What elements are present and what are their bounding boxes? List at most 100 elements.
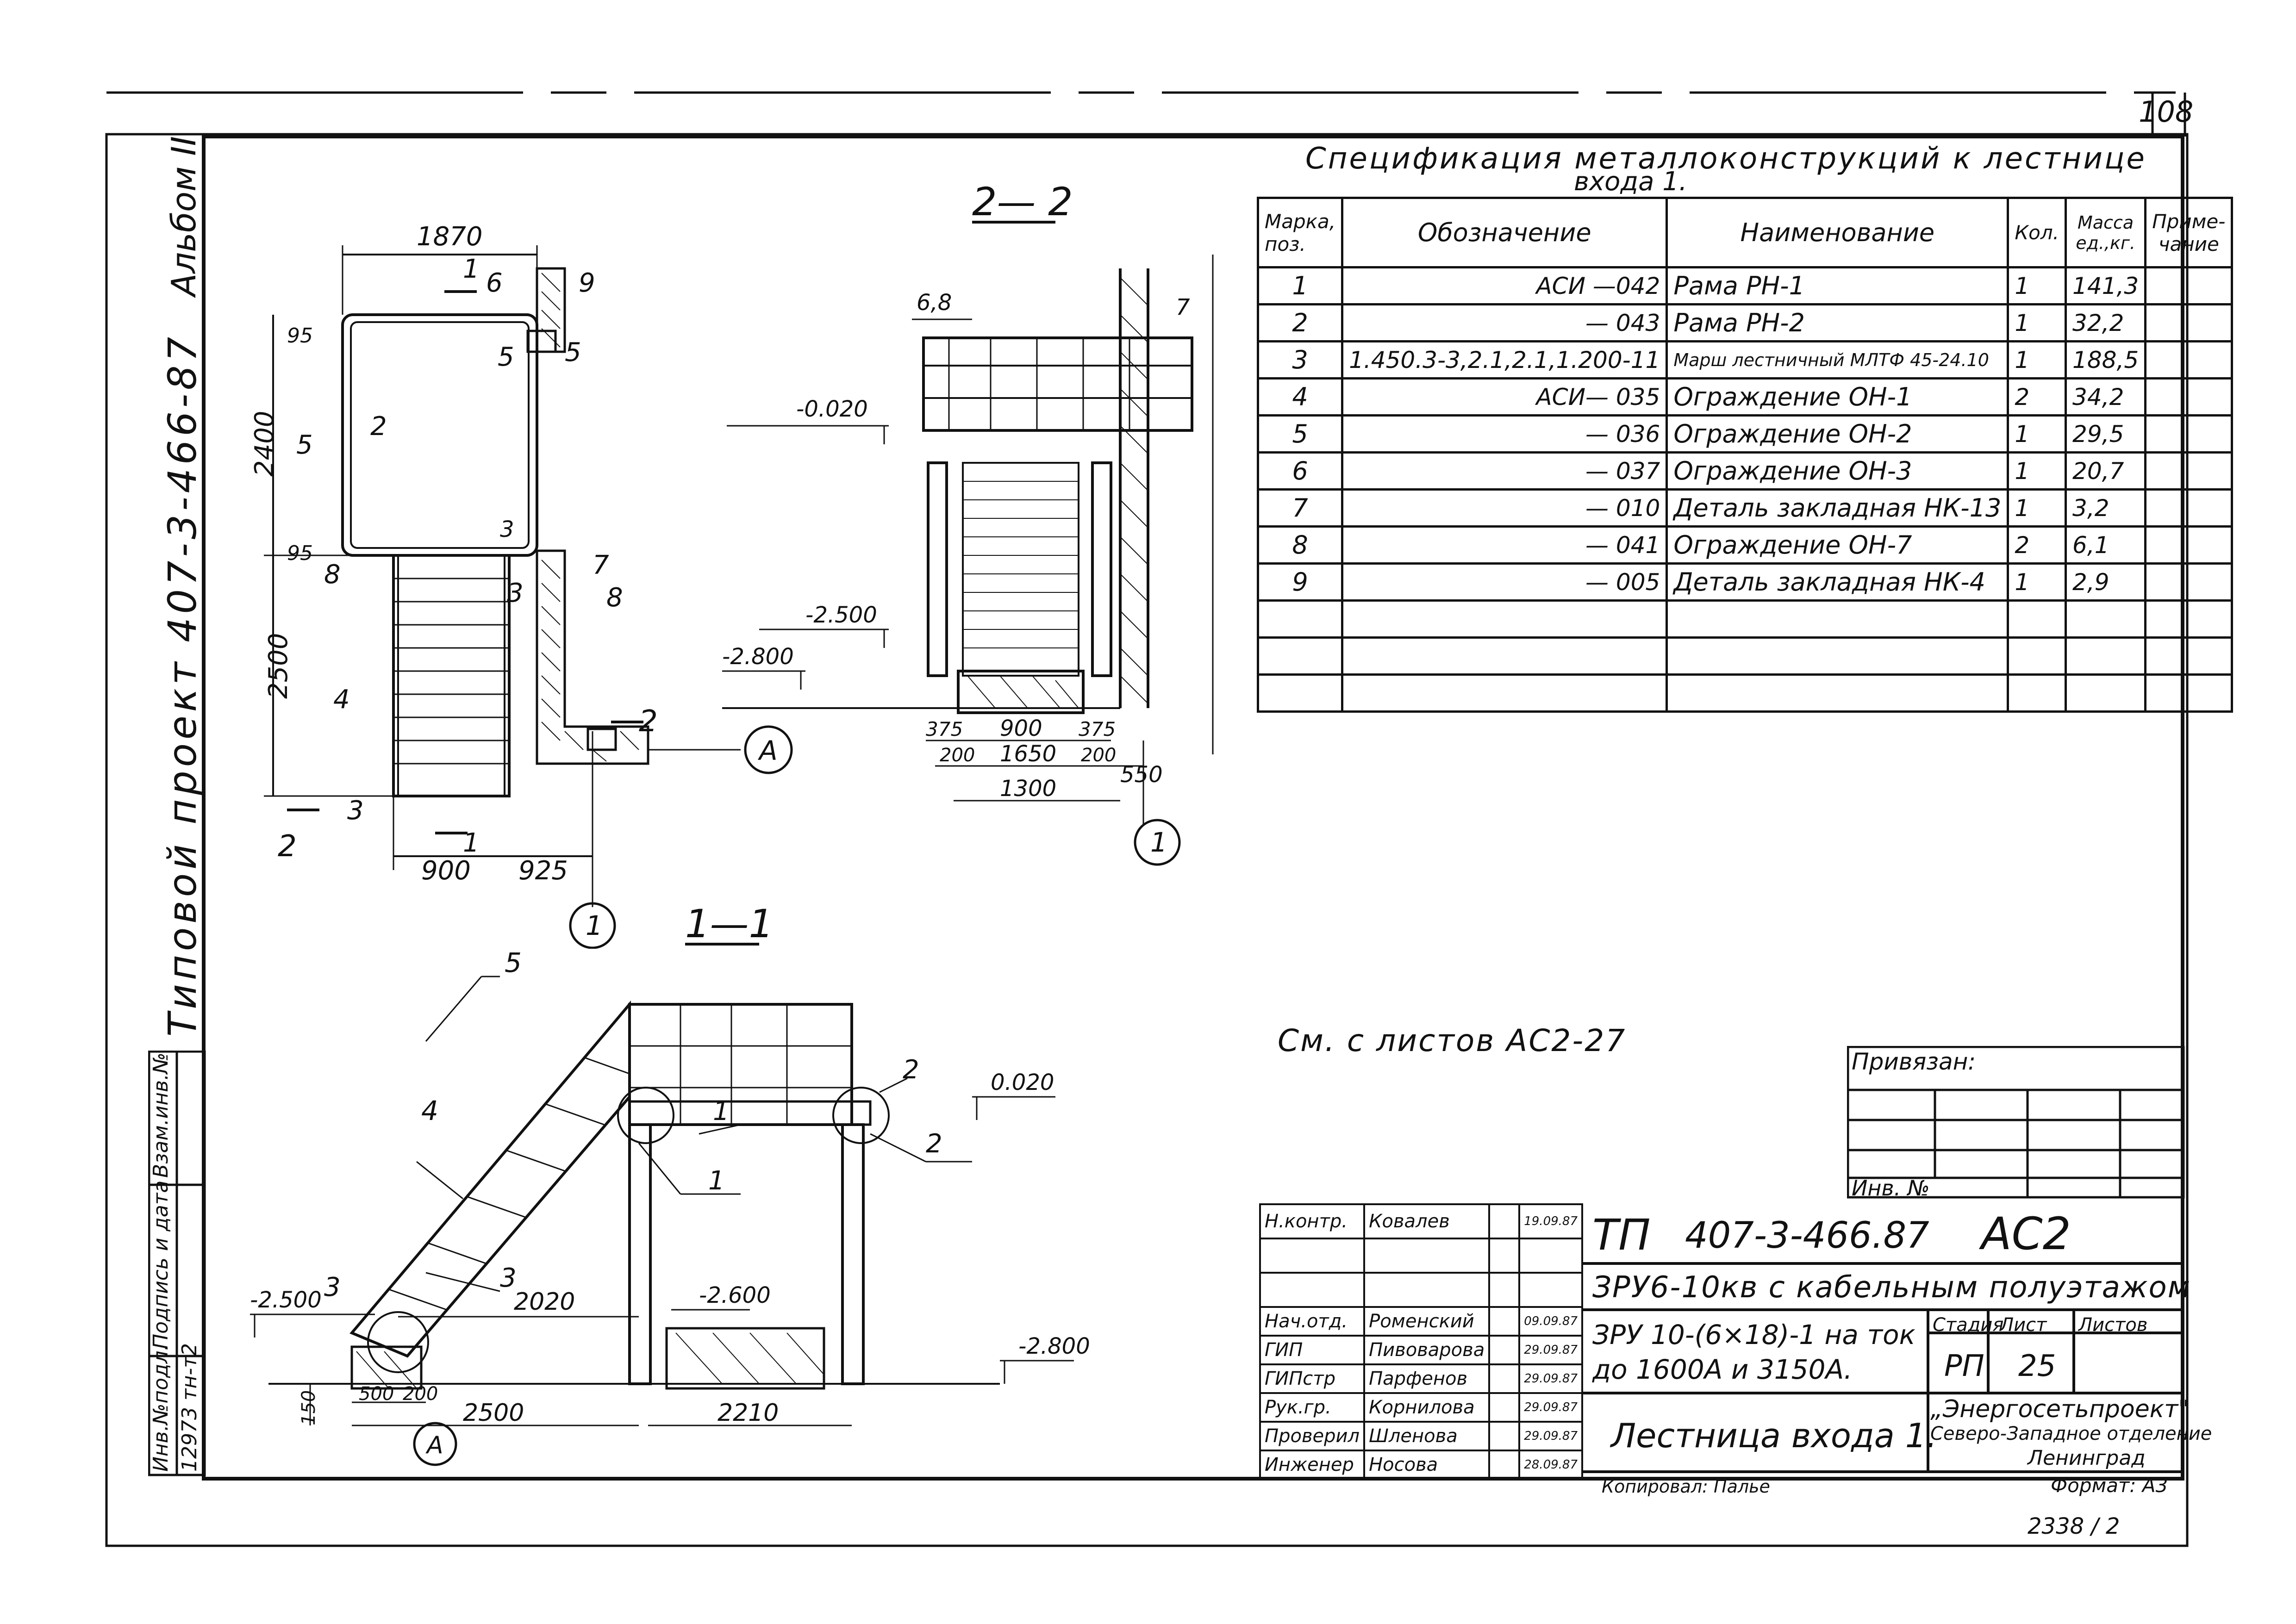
s11-lvl-2800: -2.800 bbox=[1018, 1333, 1090, 1359]
tb-stage: РП bbox=[1944, 1349, 1984, 1383]
spec-cell-qty: 2 bbox=[2007, 377, 2067, 417]
spec-col-note: Приме- чание bbox=[2144, 197, 2234, 268]
s22-lbl-68: 6,8 bbox=[917, 290, 952, 316]
plan-label-3c: 3 bbox=[347, 796, 364, 826]
plan-label-5a: 5 bbox=[498, 342, 514, 372]
spec-cell-note bbox=[2144, 488, 2234, 528]
spec-cell-mass: 3,2 bbox=[2065, 488, 2147, 528]
spec-cell-pos: 6 bbox=[1256, 451, 1344, 491]
s22-title: 2— 2 bbox=[972, 185, 1073, 224]
staff-signature bbox=[1488, 1450, 1521, 1480]
album-label: Альбом II bbox=[164, 136, 203, 296]
tb-org-3: Ленинград bbox=[2028, 1446, 2146, 1470]
s22-d375a: 375 bbox=[926, 718, 963, 740]
s11-lbl-2a: 2 bbox=[903, 1055, 919, 1085]
s22-d200a: 200 bbox=[940, 745, 975, 766]
s11-d2210: 2210 bbox=[718, 1399, 779, 1427]
spec-cell-note bbox=[2144, 451, 2234, 491]
tb-stage-label: Стадия bbox=[1933, 1314, 2004, 1336]
spec-cell-qty: 1 bbox=[2007, 488, 2067, 528]
spec-col-code: Обозначение bbox=[1341, 197, 1668, 268]
spec-title-2: входа 1. bbox=[1574, 167, 1687, 197]
s22-axis: 1 bbox=[1150, 827, 1167, 858]
s11-axis-a: А bbox=[425, 1431, 443, 1459]
staff-date bbox=[1518, 1238, 1583, 1274]
plan-axis-a: А bbox=[757, 735, 778, 766]
s11-lvl-2500: -2.500 bbox=[250, 1287, 322, 1313]
staff-signature bbox=[1488, 1203, 1521, 1239]
privyazan-label: Привязан: bbox=[1852, 1048, 1976, 1075]
s11-lvl-0020: 0.020 bbox=[991, 1070, 1054, 1095]
plan-label-6: 6 bbox=[486, 268, 503, 298]
staff-row bbox=[1259, 1238, 1583, 1274]
tb-desc-2: до 1600А и 3150А. bbox=[1592, 1354, 1853, 1385]
staff-name: Парфенов bbox=[1363, 1363, 1491, 1394]
spec-cell-name: Рама РН-1 bbox=[1666, 266, 2009, 305]
spec-col-name: Наименование bbox=[1666, 197, 2009, 268]
staff-signature bbox=[1488, 1272, 1521, 1308]
spec-cell-mass: 141,3 bbox=[2065, 266, 2147, 305]
plan-label-5b: 5 bbox=[565, 337, 581, 367]
s11-lbl-1a: 1 bbox=[713, 1096, 730, 1126]
spec-cell-mass: 32,2 bbox=[2065, 303, 2147, 342]
staff-signature bbox=[1488, 1421, 1521, 1451]
s11-lbl-3b: 3 bbox=[324, 1272, 341, 1302]
spec-cell-mass: 2,9 bbox=[2065, 562, 2147, 602]
staff-role: Нач.отд. bbox=[1259, 1306, 1366, 1337]
plan-dim-2500: 2500 bbox=[263, 633, 293, 699]
spec-cell-pos: 7 bbox=[1256, 488, 1344, 528]
s22-lvl-2800: -2.800 bbox=[722, 644, 794, 670]
s22-lvl-0020: -0.020 bbox=[796, 396, 868, 422]
s22-d375b: 375 bbox=[1079, 718, 1116, 740]
s22-lvl-2500: -2.500 bbox=[805, 602, 877, 628]
staff-date: 28.09.87 bbox=[1518, 1450, 1583, 1480]
plan-label-2: 2 bbox=[370, 411, 387, 442]
spec-cell-note bbox=[2144, 525, 2234, 565]
staff-name: Ковалев bbox=[1363, 1203, 1491, 1239]
s11-title: 1—1 bbox=[685, 902, 774, 946]
plan-label-9: 9 bbox=[579, 268, 595, 298]
spec-cell-code: 1.450.3-3,2.1,2.1,1.200-11 bbox=[1341, 340, 1668, 380]
staff-name: Корнилова bbox=[1363, 1392, 1491, 1423]
plan-dim-95a: 95 bbox=[287, 324, 313, 348]
staff-name: Пивоварова bbox=[1363, 1335, 1491, 1365]
spec-cell-mass: 34,2 bbox=[2065, 377, 2147, 417]
plan-label-2b: 2 bbox=[278, 829, 297, 864]
spec-cell-name: Ограждение ОН-2 bbox=[1666, 414, 2009, 454]
staff-role bbox=[1259, 1272, 1366, 1308]
tb-sheet: 25 bbox=[2018, 1349, 2056, 1383]
staff-date: 29.09.87 bbox=[1518, 1421, 1583, 1451]
staff-row bbox=[1259, 1272, 1583, 1308]
spec-cell-note bbox=[2144, 303, 2234, 342]
project-vertical: Типовой проект 407-3-466-87 bbox=[160, 333, 205, 1037]
tb-org-1: „Энергосетьпроект" bbox=[1930, 1395, 2190, 1423]
spec-cell-note bbox=[2144, 377, 2234, 417]
tb-copied: Копировал: Палье bbox=[1602, 1476, 1770, 1497]
s11-lbl-4: 4 bbox=[421, 1095, 438, 1126]
spec-cell-mass: 188,5 bbox=[2065, 340, 2147, 380]
spec-cell-qty: 2 bbox=[2007, 525, 2067, 565]
tb-format: Формат: А3 bbox=[2051, 1474, 2168, 1497]
staff-signature bbox=[1488, 1238, 1521, 1274]
staff-date: 19.09.87 bbox=[1518, 1203, 1583, 1239]
s22-d900: 900 bbox=[1000, 716, 1042, 741]
plan-label-3a: 3 bbox=[500, 516, 514, 542]
spec-cell-code: — 005 bbox=[1341, 562, 1668, 602]
spec-cell-name: Марш лестничный МЛТФ 45-24.10 bbox=[1666, 340, 2009, 380]
tb-sheet-name: Лестница входа 1. bbox=[1611, 1416, 1937, 1455]
tb-sheet-label: Лист bbox=[2000, 1314, 2047, 1336]
tb-sheets-label: Листов bbox=[2078, 1314, 2148, 1336]
plan-label-2c: 2 bbox=[639, 704, 658, 739]
staff-role: Проверил bbox=[1259, 1421, 1366, 1451]
staff-role: Рук.гр. bbox=[1259, 1392, 1366, 1423]
